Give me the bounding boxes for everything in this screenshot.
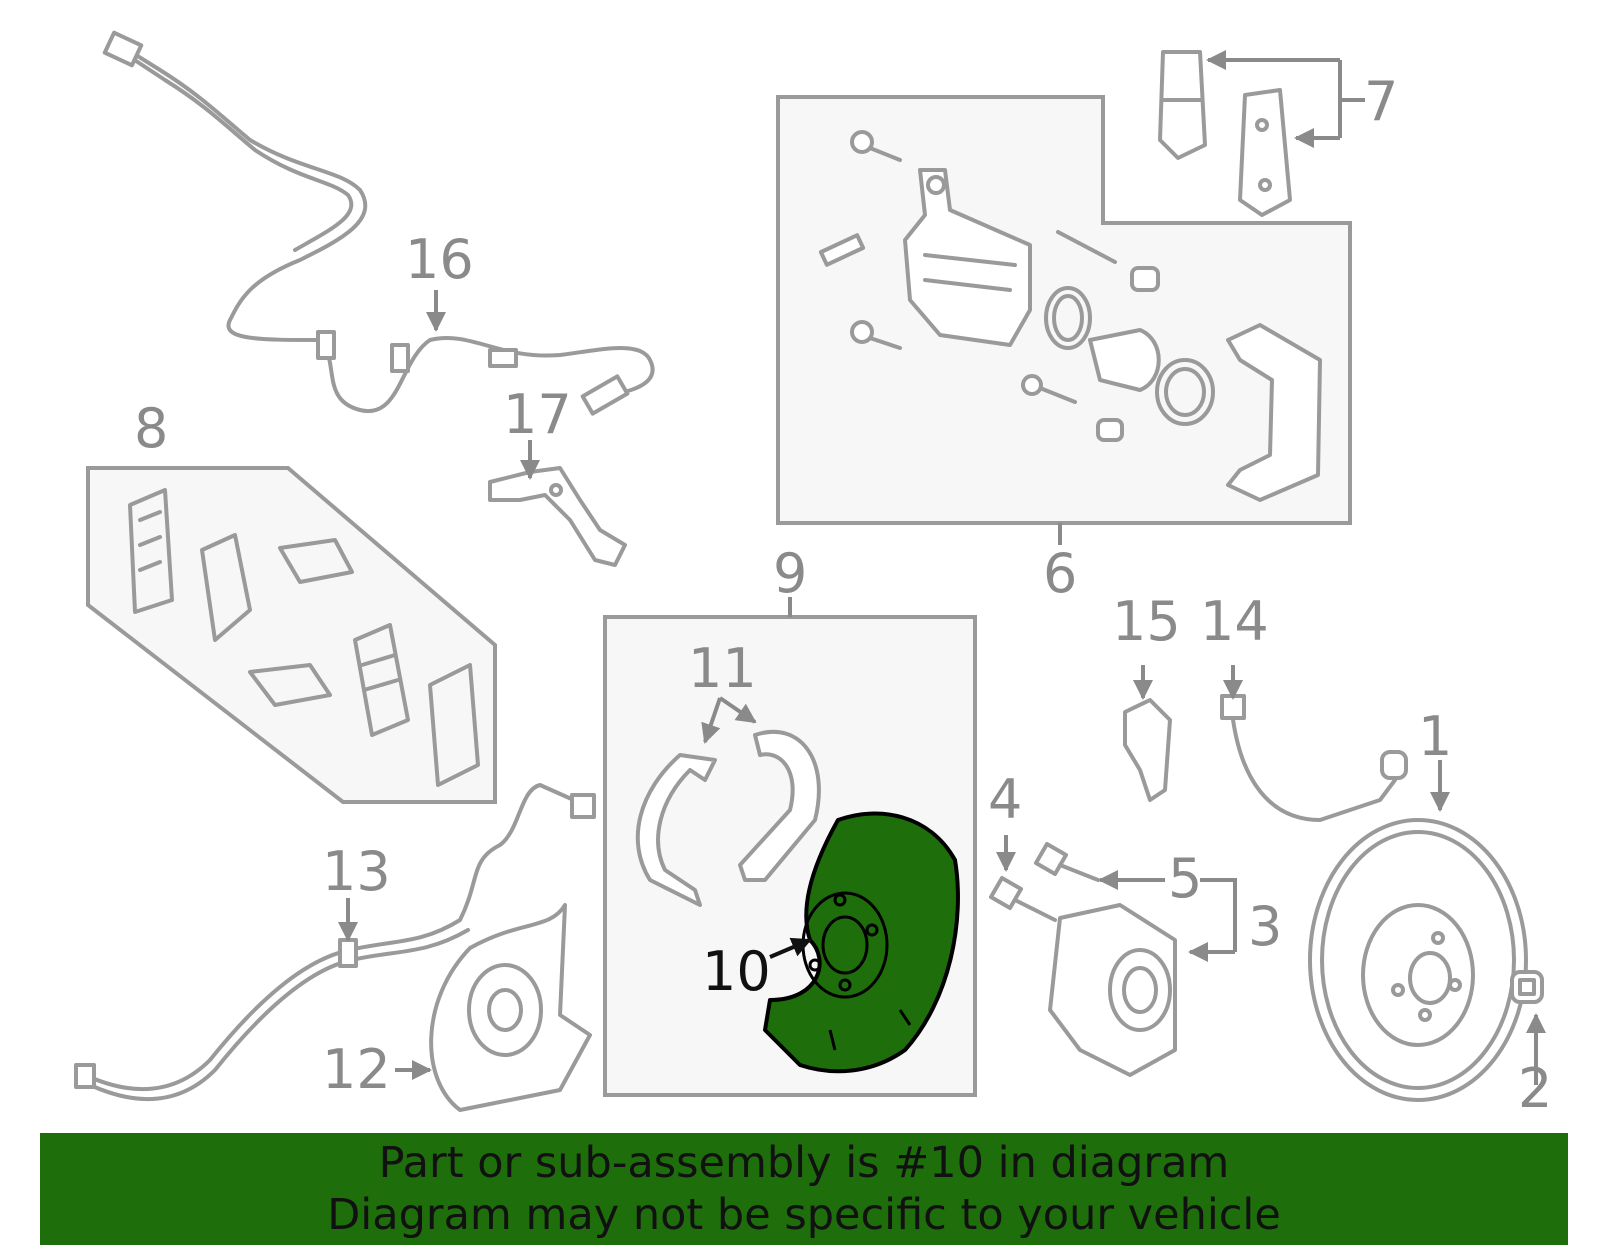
callout-9: 9 bbox=[773, 542, 807, 605]
abs-sensor-rear bbox=[74, 783, 596, 1102]
callout-14: 14 bbox=[1200, 590, 1269, 653]
hose-bracket bbox=[1123, 698, 1172, 802]
callout-11: 11 bbox=[688, 637, 757, 700]
callout-1: 1 bbox=[1418, 705, 1452, 768]
callout-6: 6 bbox=[1043, 542, 1077, 605]
abs-sensor-front bbox=[102, 30, 655, 416]
info-banner: Part or sub-assembly is #10 in diagram D… bbox=[40, 1133, 1568, 1245]
hub-bolts bbox=[988, 841, 1100, 922]
front-dust-shield bbox=[429, 903, 592, 1112]
callout-10: 10 bbox=[702, 940, 771, 1003]
hardware-kit-group-box bbox=[86, 466, 497, 804]
wheel-hub bbox=[1048, 903, 1177, 1077]
callout-2: 2 bbox=[1518, 1057, 1552, 1120]
caliper-assembly bbox=[818, 130, 1322, 502]
callout-15: 15 bbox=[1112, 590, 1181, 653]
callout-5: 5 bbox=[1168, 847, 1202, 910]
callout-7: 7 bbox=[1364, 70, 1398, 133]
backing-plate-highlighted bbox=[763, 811, 960, 1074]
callout-16: 16 bbox=[405, 228, 474, 291]
brake-pads bbox=[1158, 50, 1292, 217]
brake-rotor bbox=[1308, 818, 1528, 1102]
callout-17: 17 bbox=[503, 383, 572, 446]
caliper-group-box bbox=[776, 95, 1352, 525]
brake-hose bbox=[1220, 694, 1408, 822]
callout-8: 8 bbox=[134, 397, 168, 460]
callout-12: 12 bbox=[322, 1038, 391, 1101]
rotor-screw bbox=[1510, 970, 1544, 1004]
hardware-kit-clips bbox=[128, 488, 480, 787]
callout-4: 4 bbox=[988, 768, 1022, 831]
banner-line-disclaimer: Diagram may not be specific to your vehi… bbox=[327, 1190, 1281, 1240]
sensor-bracket bbox=[488, 466, 627, 567]
callout-3: 3 bbox=[1248, 895, 1282, 958]
parking-brake-shoes bbox=[635, 729, 821, 907]
banner-line-part: Part or sub-assembly is #10 in diagram bbox=[378, 1138, 1230, 1188]
callout-13: 13 bbox=[322, 840, 391, 903]
leader-lines bbox=[338, 50, 1546, 1085]
